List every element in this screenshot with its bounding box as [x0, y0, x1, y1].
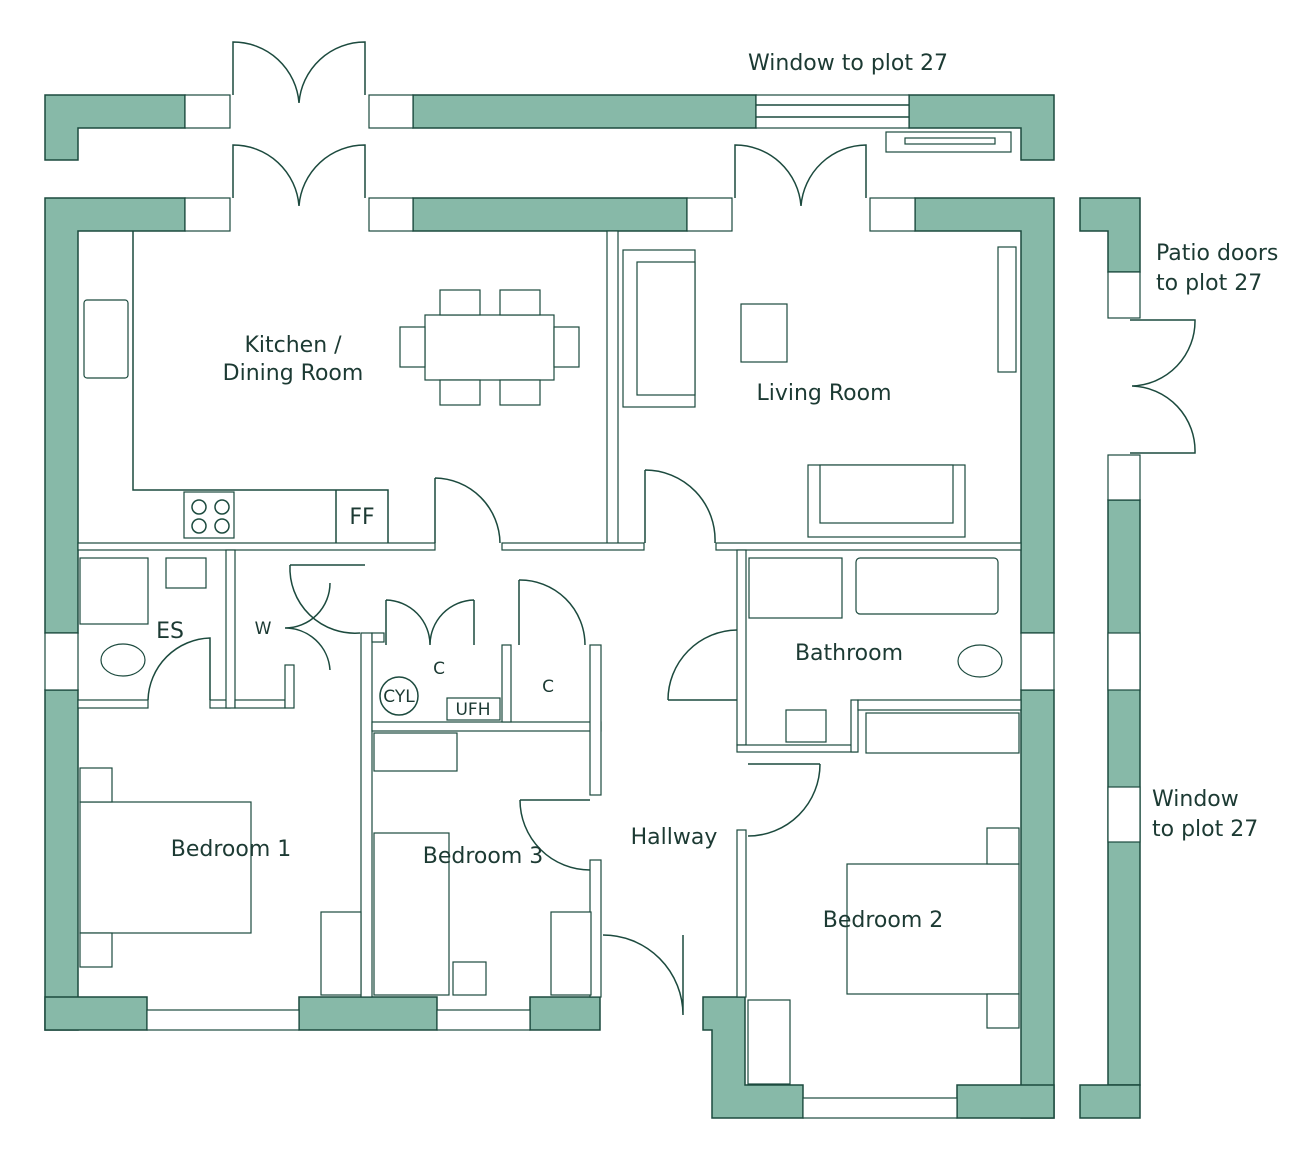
cupboard-label: C: [433, 659, 445, 679]
tv: [997, 246, 1017, 373]
shower: [79, 557, 149, 625]
bath: [855, 557, 999, 615]
interior-walls: [77, 230, 1022, 1016]
basin: [165, 557, 207, 589]
shower: [748, 557, 843, 619]
hallway-label: Hallway: [631, 825, 718, 850]
fridge-freezer-label: FF: [349, 505, 374, 530]
ufh-label: UFH: [455, 700, 490, 720]
toilet: [100, 643, 146, 677]
window-note: to plot 27: [1152, 817, 1258, 842]
window-note: Window: [1152, 787, 1239, 812]
bed: [846, 863, 1020, 995]
bathroom-label: Bathroom: [795, 641, 903, 666]
hob-icon: [183, 491, 235, 539]
living-room-label: Living Room: [756, 381, 891, 406]
plot-27-wall: [1079, 197, 1196, 1119]
ensuite-label: ES: [156, 619, 184, 644]
cylinder-label: CYL: [383, 687, 415, 707]
coffee-table: [740, 303, 788, 363]
bed: [79, 801, 252, 934]
bedroom-1-label: Bedroom 1: [171, 837, 292, 862]
room-labels: Kitchen / Dining Room Living Room ES W C…: [156, 51, 1278, 933]
window-to-plot-27-top: [755, 94, 910, 129]
wardrobe-label: W: [255, 619, 272, 639]
bed: [373, 832, 450, 996]
patio-note: Patio doors: [1156, 241, 1278, 266]
toilet: [957, 644, 1003, 678]
patio-note: to plot 27: [1156, 271, 1262, 296]
kitchen-label: Dining Room: [223, 361, 364, 386]
outer-walls: [44, 144, 1055, 1119]
basin: [785, 709, 827, 743]
cupboard-label: C: [542, 677, 554, 697]
dining-table: [424, 314, 555, 381]
bedroom-3-label: Bedroom 3: [423, 844, 544, 869]
bedroom-2-label: Bedroom 2: [823, 908, 944, 933]
kitchen-label: Kitchen /: [244, 333, 342, 358]
sink-icon: [83, 299, 129, 379]
window-to-plot-27-right: [1107, 786, 1141, 843]
furniture: [79, 231, 1020, 1085]
window-note: Window to plot 27: [748, 51, 948, 76]
patio-wall: [44, 41, 1055, 161]
